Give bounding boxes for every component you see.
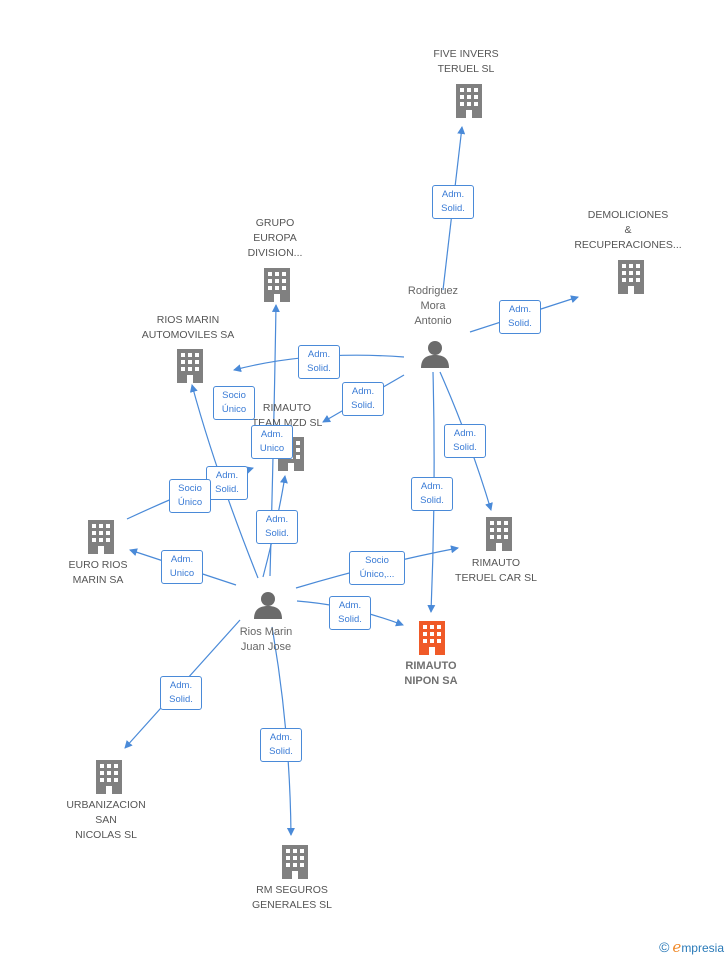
edge-label-rod-team[interactable]: Adm.Solid. (342, 382, 384, 416)
person-icon-rios-marin[interactable] (254, 592, 282, 619)
edge-label-rod-ramauto[interactable]: Adm.Solid. (298, 345, 340, 379)
copyright-icon: © (659, 939, 670, 955)
edge-label-jj-urban[interactable]: Adm.Solid. (160, 676, 202, 710)
building-icon-demoliciones[interactable] (618, 260, 644, 294)
building-icon-rios-marin-auto[interactable] (177, 349, 203, 383)
company-label-demoliciones[interactable]: DEMOLICIONES&RECUPERACIONES... (574, 209, 682, 251)
edge-label-jj-team-unico[interactable]: Adm.Unico (251, 425, 293, 459)
building-icon-grupo-europa[interactable] (264, 268, 290, 302)
edge-label-rod-demol[interactable]: Adm.Solid. (499, 300, 541, 334)
edge-label-jj-rmseg[interactable]: Adm.Solid. (260, 728, 302, 762)
building-icon-rimauto-nipon[interactable] (419, 621, 445, 655)
edge-label-rod-five[interactable]: Adm.Solid. (432, 185, 474, 219)
edge-label-rod-nipon[interactable]: Adm.Solid. (411, 477, 453, 511)
empresia-logo[interactable]: ©empresia (659, 938, 724, 956)
building-icon-rimauto-teruel[interactable] (486, 517, 512, 551)
building-icon-euro-rios[interactable] (88, 520, 114, 554)
building-icon-urbanizacion[interactable] (96, 760, 122, 794)
edge-label-jj-euro[interactable]: Adm.Unico (161, 550, 203, 584)
edge-label-rod-teruel[interactable]: Adm.Solid. (444, 424, 486, 458)
edge-label-jj-team-solid2[interactable]: Adm.Solid. (256, 510, 298, 544)
edge-label-jj-nipon[interactable]: Adm.Solid. (329, 596, 371, 630)
edge-label-jj-team-solid[interactable]: Adm.Solid. (206, 466, 248, 500)
building-icon-five-invers[interactable] (456, 84, 482, 118)
person-icon-rodriguez[interactable] (421, 341, 449, 368)
building-icon-rm-seguros[interactable] (282, 845, 308, 879)
